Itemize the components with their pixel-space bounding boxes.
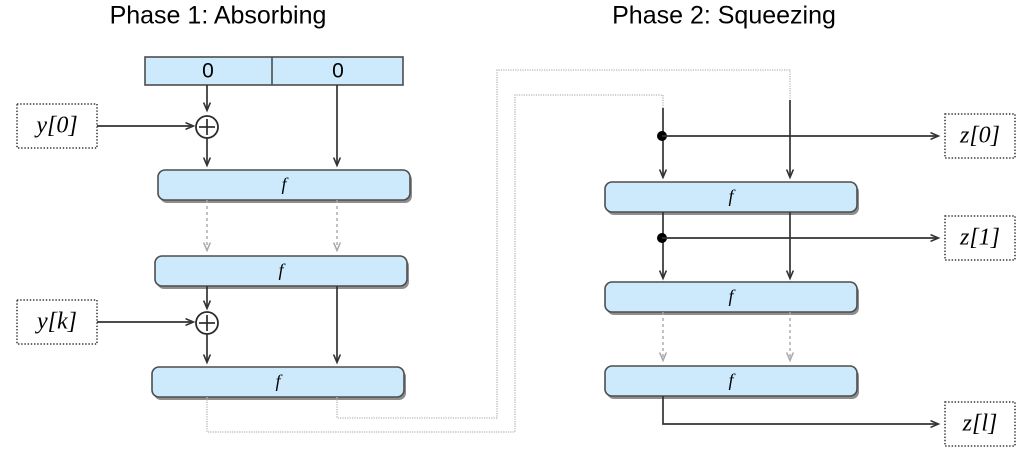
phase2-f2-box bbox=[604, 281, 858, 313]
phase2-f3-box bbox=[604, 365, 858, 397]
output-block-zl: z[l] bbox=[944, 401, 1016, 447]
xor-gate-1 bbox=[195, 115, 219, 139]
feedback-wire-capacity-lane bbox=[336, 69, 791, 419]
input-yk-box bbox=[16, 299, 98, 345]
phase2-f2-label: f bbox=[728, 286, 736, 306]
output-z1-label: z[1] bbox=[959, 225, 1000, 251]
initial-state-bar: 0 0 bbox=[144, 56, 404, 86]
output-z1-box bbox=[944, 215, 1016, 261]
phase1-f1-box bbox=[157, 169, 411, 201]
phase2-permutation-3: f bbox=[604, 365, 859, 399]
phase2-f1-label: f bbox=[728, 186, 736, 206]
output-z0-label: z[0] bbox=[959, 123, 1000, 149]
phase2-f3-label: f bbox=[728, 370, 736, 390]
input-block-yk: y[k] bbox=[16, 299, 98, 345]
phase1-title: Phase 1: Absorbing bbox=[110, 2, 327, 30]
phase1-f3-label: f bbox=[275, 371, 283, 391]
input-y0-label: y[0] bbox=[34, 113, 77, 139]
phase1-permutation-2: f bbox=[154, 255, 409, 289]
phase1-f1-label: f bbox=[281, 174, 289, 194]
output-zl-box bbox=[944, 401, 1016, 447]
input-block-y0: y[0] bbox=[16, 103, 98, 149]
phase2-f1-box bbox=[604, 181, 858, 213]
input-yk-label: y[k] bbox=[35, 309, 77, 335]
xor-gate-2 bbox=[195, 311, 219, 335]
phase1-f3-box bbox=[151, 366, 405, 398]
output-block-z0: z[0] bbox=[944, 113, 1016, 159]
feedback-wire-rate-lane bbox=[206, 94, 664, 433]
phase2-permutation-1: f bbox=[604, 181, 859, 215]
output-block-z1: z[1] bbox=[944, 215, 1016, 261]
phase1-f2-box bbox=[154, 255, 408, 287]
input-y0-box bbox=[16, 103, 98, 149]
output-z0-box bbox=[944, 113, 1016, 159]
phase2-title: Phase 2: Squeezing bbox=[612, 2, 836, 30]
phase2-permutation-2: f bbox=[604, 281, 859, 315]
output-zl-label: z[l] bbox=[962, 411, 998, 437]
state-bar-left-value: 0 bbox=[202, 60, 214, 83]
state-bar-right-value: 0 bbox=[332, 60, 344, 83]
phase1-permutation-3: f bbox=[151, 366, 406, 400]
state-bar-outline bbox=[144, 56, 404, 86]
wire-f3-to-zl bbox=[662, 396, 938, 424]
phase1-permutation-1: f bbox=[157, 169, 412, 203]
phase1-f2-label: f bbox=[278, 260, 286, 280]
